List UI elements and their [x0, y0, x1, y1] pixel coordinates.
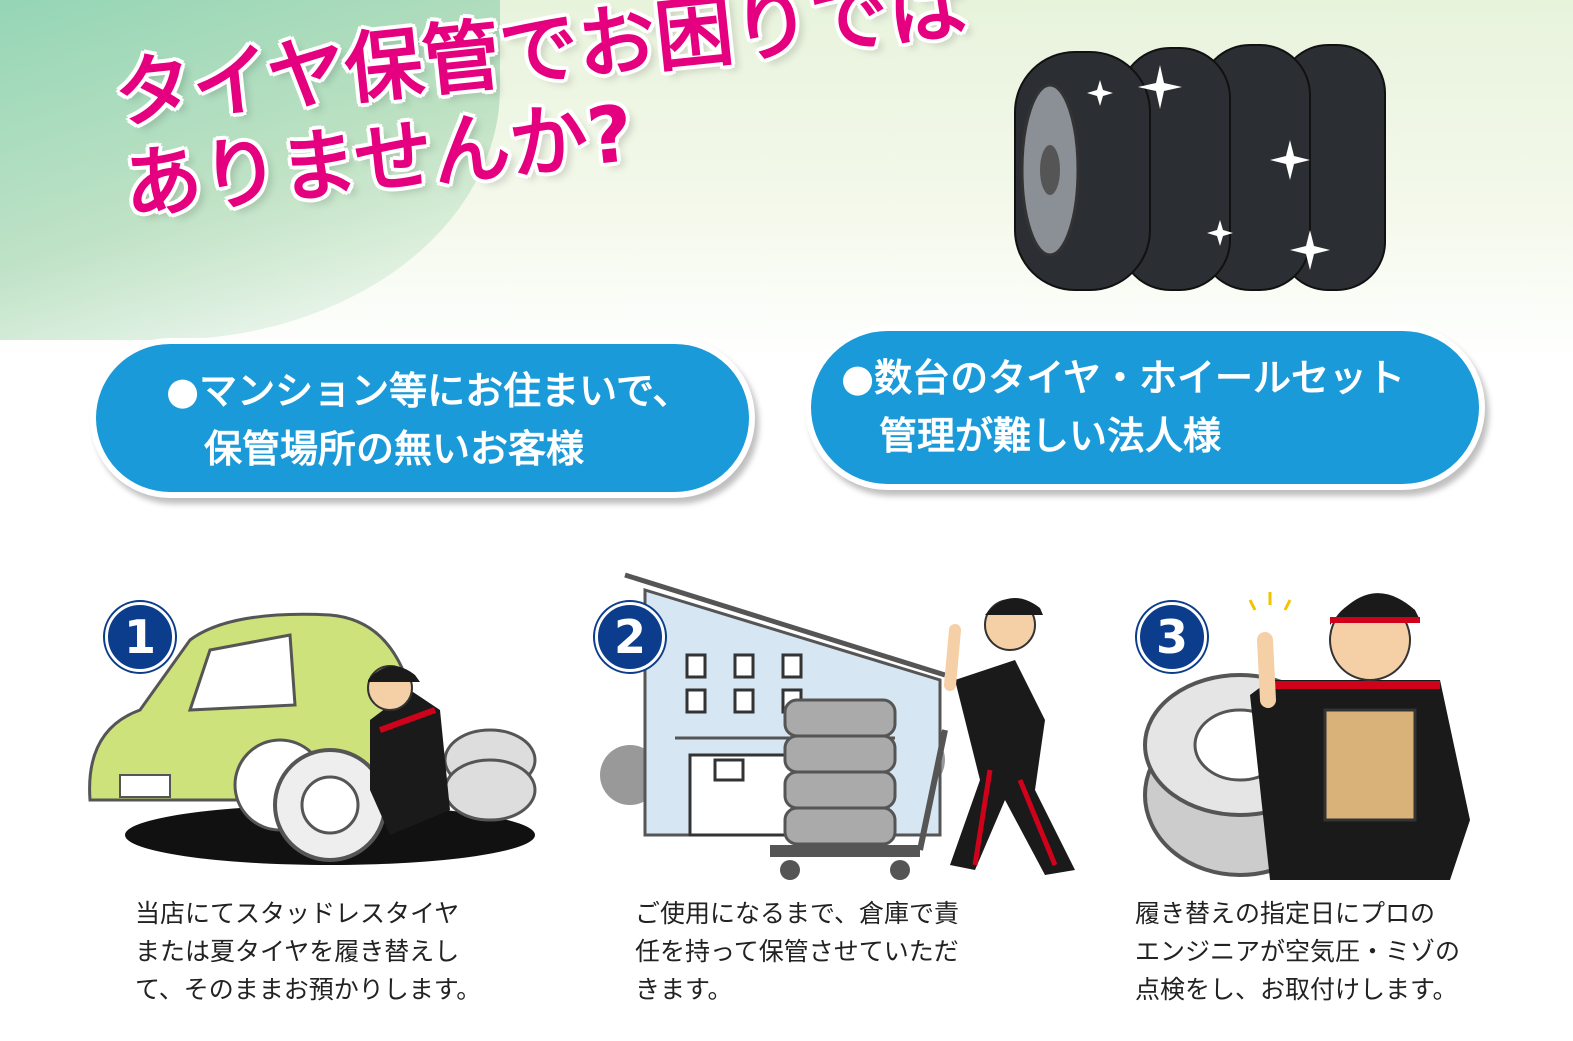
step-1-description: 当店にてスタッドレスタイヤ または夏タイヤを履き替えし て、そのままお預かりしま… — [135, 895, 495, 1009]
desc-line: エンジニアが空気圧・ミゾの — [1135, 937, 1461, 966]
target-line: 保管場所の無いお客様 — [204, 427, 585, 471]
target-bubble-residents: ●マンション等にお住まいで、 保管場所の無いお客様 — [90, 338, 755, 498]
desc-line: または夏タイヤを履き替えし — [135, 937, 460, 966]
desc-line: て、そのままお預かりします。 — [135, 975, 482, 1004]
car-tire-change-illustration — [88, 612, 537, 865]
step-2-description: ご使用になるまで、倉庫で責 任を持って保管させていただ きます。 — [635, 895, 995, 1009]
desc-line: ご使用になるまで、倉庫で責 — [635, 899, 960, 928]
target-line: 管理が難しい法人様 — [879, 414, 1222, 458]
target-bubble-corporate: ●数台のタイヤ・ホイールセット 管理が難しい法人様 — [805, 325, 1485, 490]
target-line: ●マンション等にお住まいで、 — [166, 369, 691, 413]
desc-line: 任を持って保管させていただ — [635, 937, 959, 966]
step-3-description: 履き替えの指定日にプロの エンジニアが空気圧・ミゾの 点検をし、お取付けします。 — [1135, 895, 1495, 1009]
target-line: ●数台のタイヤ・ホイールセット — [841, 356, 1406, 400]
desc-line: 点検をし、お取付けします。 — [1135, 975, 1458, 1004]
engineer-inspection-illustration — [1143, 592, 1470, 880]
desc-line: きます。 — [635, 975, 733, 1004]
step-2-badge: 2 — [595, 602, 665, 672]
sparkle-icons — [1087, 65, 1330, 270]
desc-line: 当店にてスタッドレスタイヤ — [135, 899, 460, 928]
step-1-badge: 1 — [105, 602, 175, 672]
warehouse-storage-illustration — [600, 572, 1075, 880]
tire-stack-illustration — [1014, 44, 1386, 291]
desc-line: 履き替えの指定日にプロの — [1135, 899, 1436, 928]
step-3-badge: 3 — [1137, 602, 1207, 672]
